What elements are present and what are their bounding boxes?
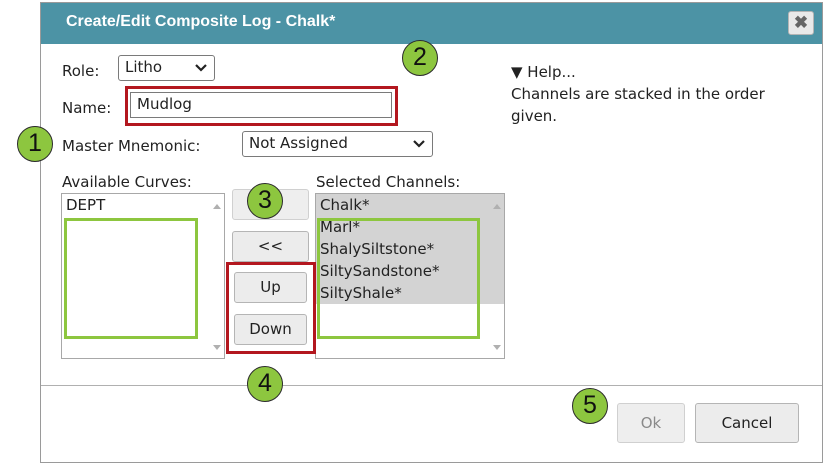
callout-badge-2: 2	[402, 40, 438, 76]
close-button[interactable]: ✖	[788, 11, 814, 35]
scroll-up-icon[interactable]	[213, 204, 221, 209]
name-highlight-box	[125, 86, 398, 126]
list-item[interactable]: Marl*	[316, 216, 504, 238]
master-mnemonic-label: Master Mnemonic:	[62, 137, 201, 155]
scroll-down-icon[interactable]	[213, 345, 221, 350]
help-panel: ▼ Help... Channels are stacked in the or…	[511, 61, 801, 127]
master-mnemonic-value: Not Assigned	[249, 134, 348, 152]
remove-channel-button[interactable]: <<	[232, 231, 309, 262]
chevron-down-icon	[413, 140, 425, 148]
chevron-down-icon	[195, 64, 207, 72]
callout-badge-5: 5	[572, 388, 608, 424]
up-down-highlight-box	[226, 262, 316, 354]
ok-button[interactable]: Ok	[617, 403, 685, 443]
selected-highlight-box	[317, 218, 480, 339]
scroll-up-icon[interactable]	[493, 204, 501, 209]
help-text: Channels are stacked in the order given.	[511, 85, 765, 125]
callout-badge-4: 4	[247, 366, 283, 402]
available-curves-label: Available Curves:	[62, 173, 192, 191]
callout-badge-1: 1	[17, 126, 53, 162]
move-down-button[interactable]: Down	[234, 314, 307, 345]
footer-divider	[41, 385, 822, 386]
role-select[interactable]: Litho	[118, 55, 215, 81]
dialog-title: Create/Edit Composite Log - Chalk*	[66, 13, 336, 30]
list-item[interactable]: ShalySiltstone*	[316, 238, 504, 260]
move-up-button[interactable]: Up	[234, 272, 307, 303]
cancel-button[interactable]: Cancel	[695, 403, 799, 443]
close-icon: ✖	[793, 13, 809, 32]
role-select-value: Litho	[125, 58, 163, 76]
name-input[interactable]: Mudlog	[130, 92, 392, 118]
role-label: Role:	[62, 62, 100, 80]
callout-badge-3: 3	[247, 183, 283, 219]
selected-channels-label: Selected Channels:	[316, 173, 461, 191]
list-item[interactable]: SiltySandstone*	[316, 260, 504, 282]
list-item[interactable]: DEPT	[66, 196, 106, 214]
name-input-value: Mudlog	[137, 95, 192, 113]
scroll-down-icon[interactable]	[493, 345, 501, 350]
list-item[interactable]: SiltyShale*	[316, 282, 504, 304]
name-label: Name:	[62, 99, 112, 117]
dialog-titlebar[interactable]: Create/Edit Composite Log - Chalk* ✖	[41, 3, 822, 44]
help-toggle[interactable]: ▼ Help...	[511, 63, 576, 81]
master-mnemonic-select[interactable]: Not Assigned	[242, 131, 433, 157]
list-item[interactable]: Chalk*	[316, 194, 504, 216]
available-highlight-box	[64, 218, 198, 339]
